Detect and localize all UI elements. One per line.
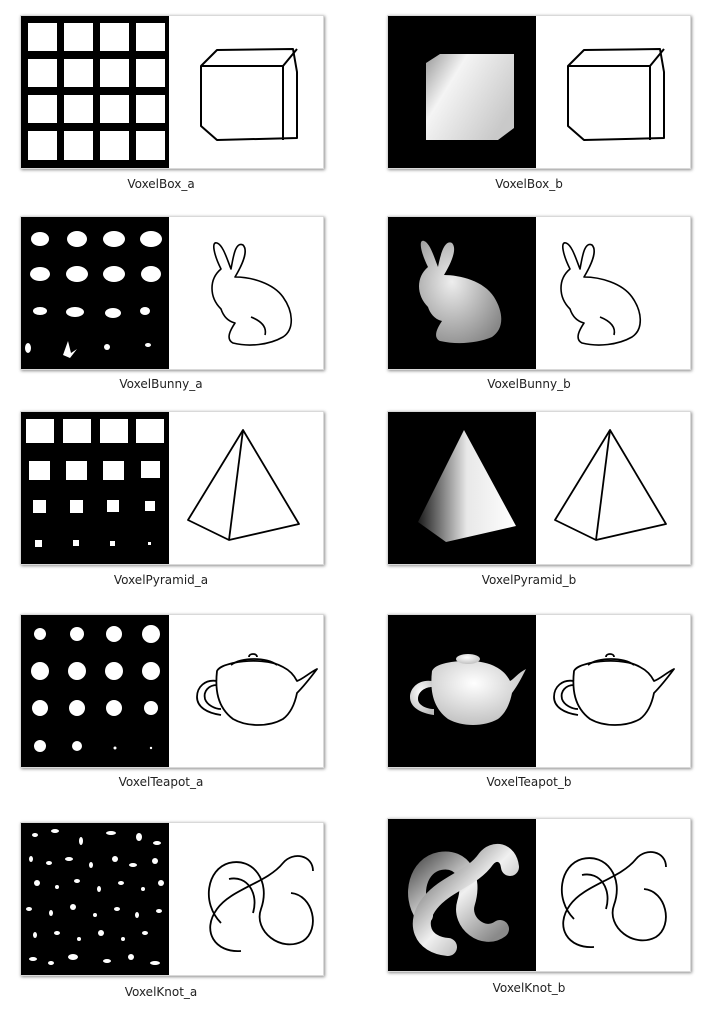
voxelpyramid-a-image <box>21 412 300 564</box>
voxelbox-a-image <box>21 16 298 168</box>
voxelteapot-a-image <box>21 615 318 767</box>
thumbnail-voxelbunny-a[interactable] <box>20 216 324 370</box>
file-label: VoxelTeapot_a <box>118 775 204 789</box>
file-label: VoxelBox_b <box>495 177 563 191</box>
voxelknot-a-image <box>21 823 314 975</box>
voxelbunny-b-image <box>388 217 642 369</box>
voxelbunny-a-image <box>21 217 293 369</box>
thumbnail-voxelbunny-b[interactable] <box>387 216 691 370</box>
thumbnail-voxelknot-b[interactable] <box>387 818 691 972</box>
thumbnail-voxelteapot-a[interactable] <box>20 614 324 768</box>
thumbnail-voxelpyramid-a[interactable] <box>20 411 324 565</box>
thumbnail-voxelbox-a[interactable] <box>20 15 324 169</box>
file-label: VoxelKnot_a <box>124 985 198 999</box>
file-label: VoxelBunny_b <box>487 377 571 391</box>
file-label: VoxelBunny_a <box>119 377 203 391</box>
thumbnail-voxelteapot-b[interactable] <box>387 614 691 768</box>
voxelbox-b-image <box>388 16 665 168</box>
voxelpyramid-b-image <box>388 412 667 564</box>
voxelteapot-b-image <box>388 615 675 767</box>
file-label: VoxelKnot_b <box>492 981 566 995</box>
file-label: VoxelPyramid_b <box>481 573 577 587</box>
thumbnail-voxelpyramid-b[interactable] <box>387 411 691 565</box>
file-label: VoxelTeapot_b <box>486 775 572 789</box>
file-label: VoxelBox_a <box>127 177 195 191</box>
file-label: VoxelPyramid_a <box>113 573 209 587</box>
thumbnail-voxelknot-a[interactable] <box>20 822 324 976</box>
voxelknot-b-image <box>388 819 667 971</box>
thumbnail-voxelbox-b[interactable] <box>387 15 691 169</box>
